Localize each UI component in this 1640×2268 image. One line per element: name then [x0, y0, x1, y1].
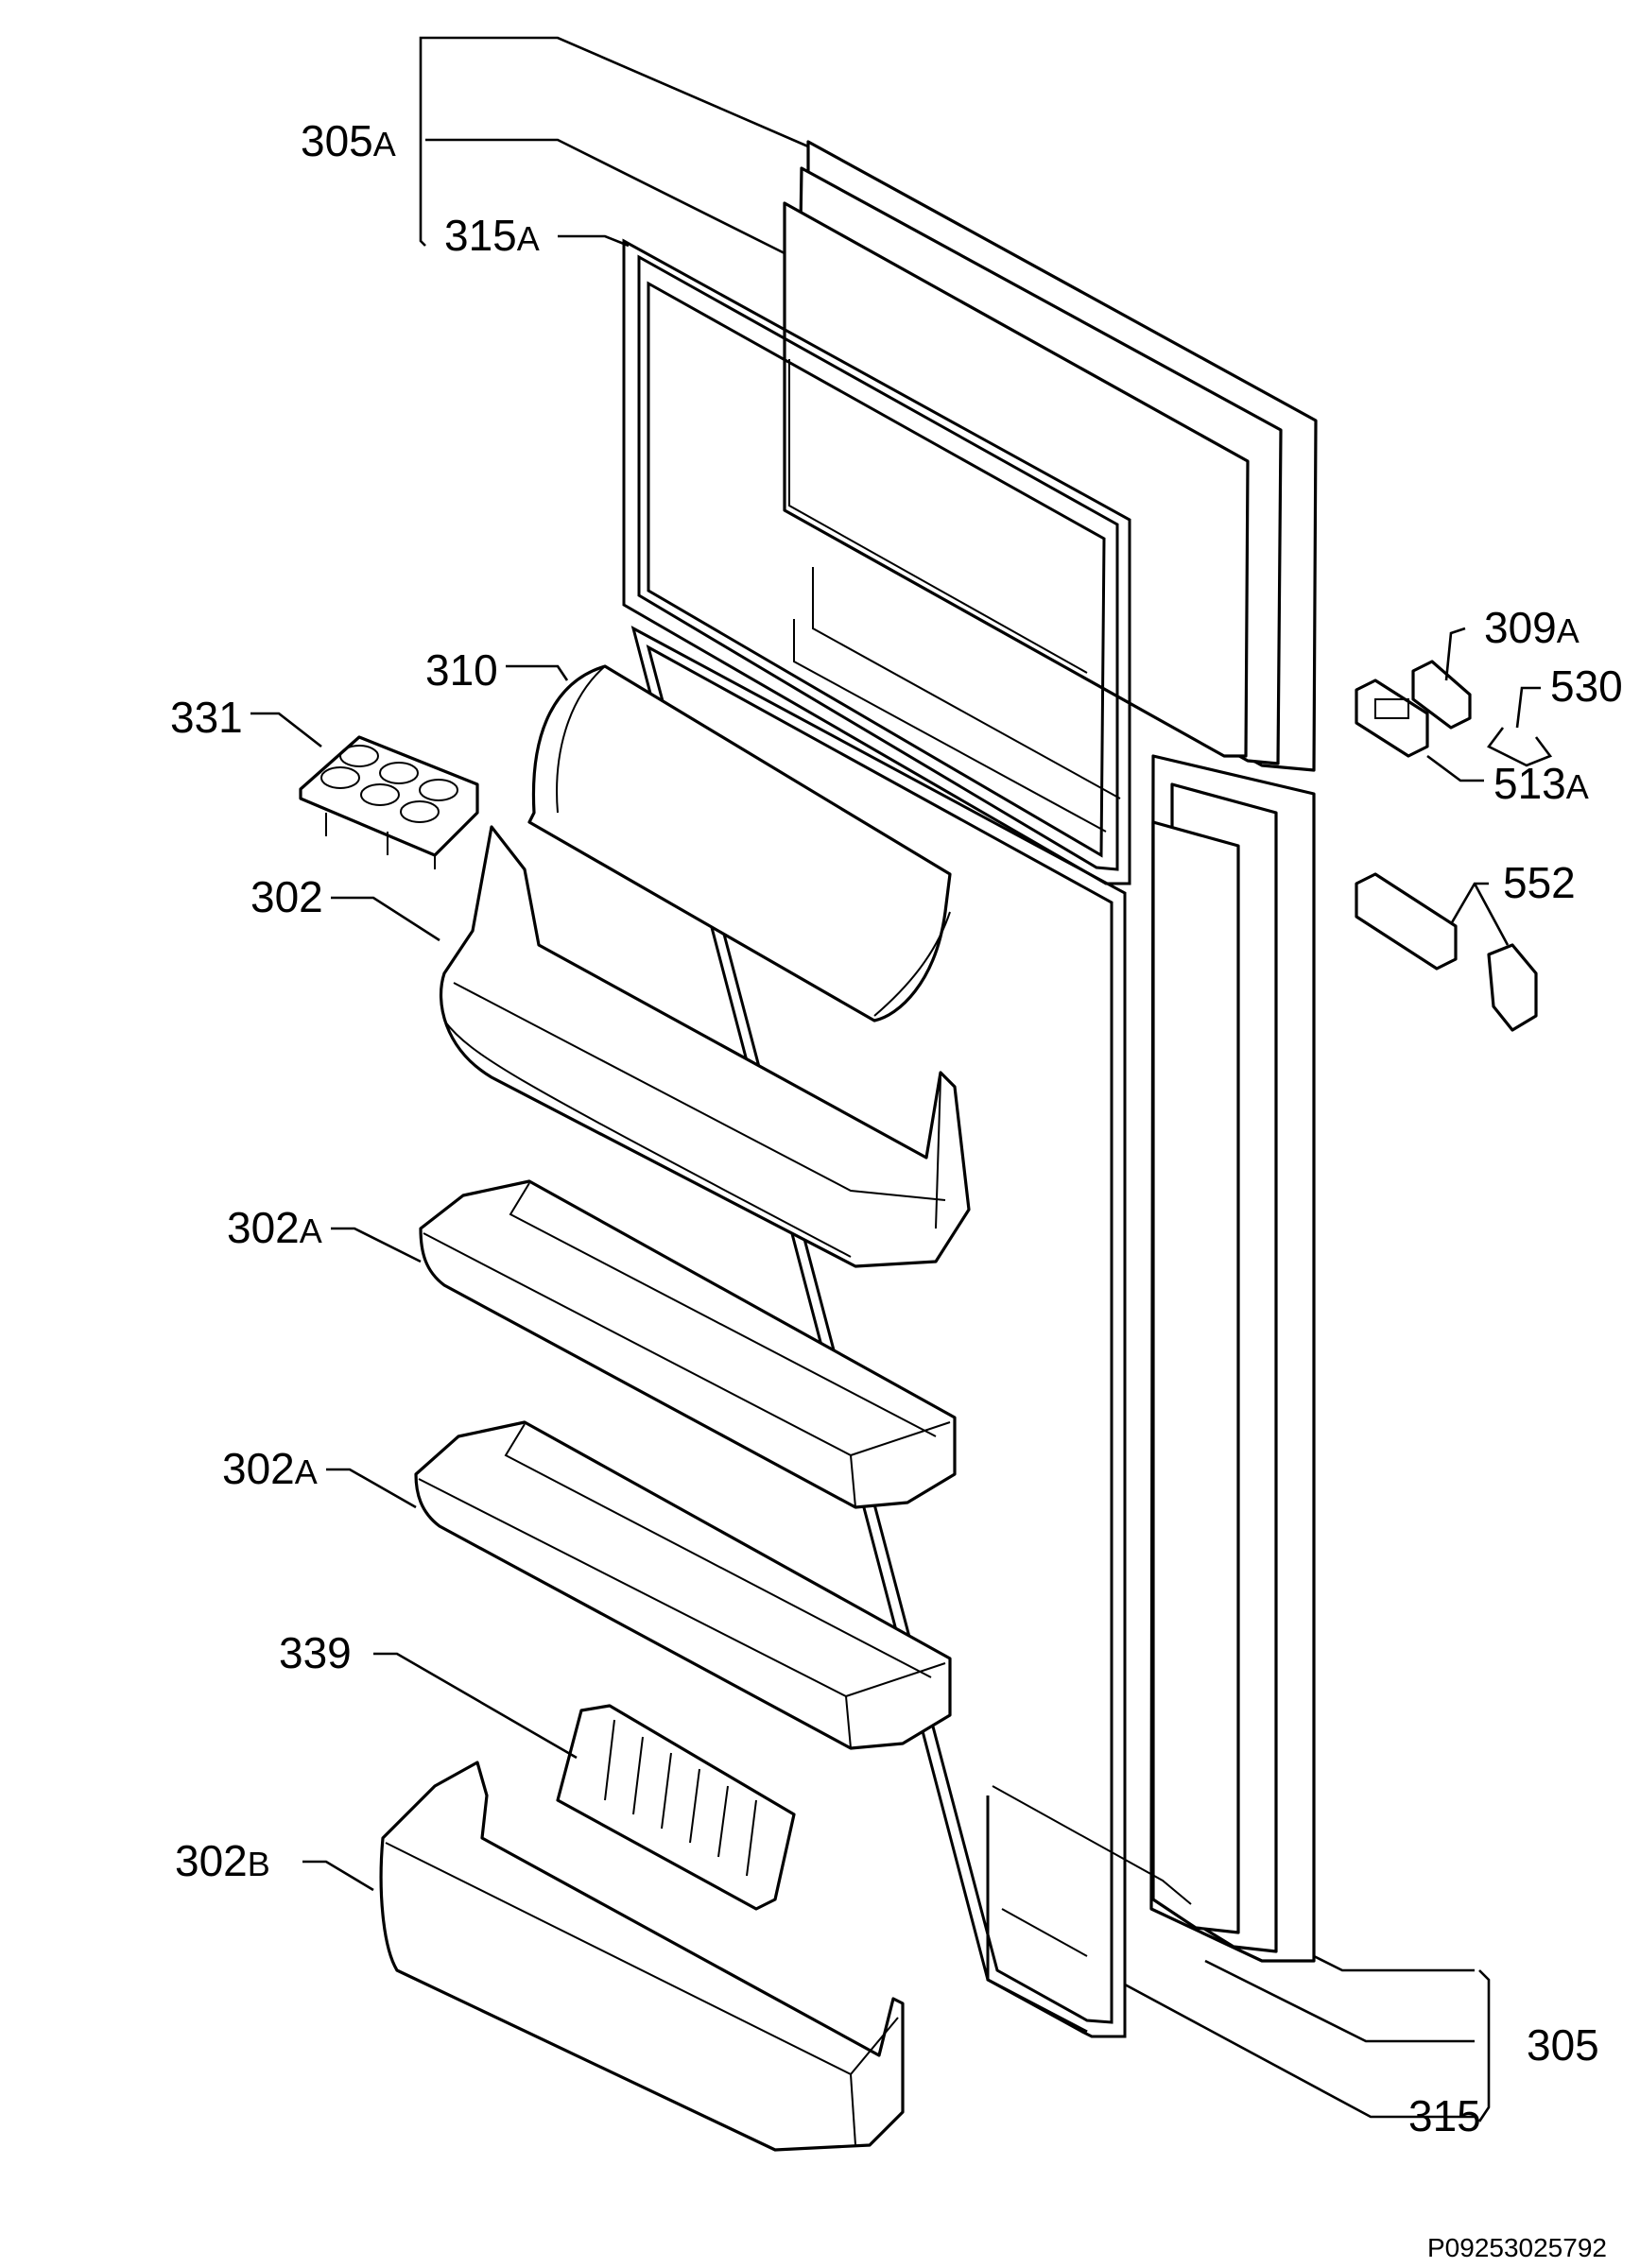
callout-339: 339: [279, 1628, 352, 1677]
leader-lines: [250, 36, 1541, 2122]
callout-305a: 305A: [301, 116, 396, 165]
callout-513a: 513A: [1493, 759, 1589, 808]
bottle-retainer: [556, 1704, 796, 1911]
hinge-bracket-552: [1355, 872, 1538, 1032]
freezer-door-gasket: [622, 238, 1131, 885]
door-shelf-2: [414, 1420, 952, 1750]
hinge-insert-513a: [1355, 679, 1429, 758]
callout-302a-1: 302A: [227, 1203, 322, 1252]
fridge-door-inner-liner: [992, 820, 1240, 1934]
freezer-door-inner-liner: [783, 201, 1250, 833]
callout-302b: 302B: [175, 1836, 270, 1885]
drawing-code: P09253025792: [1427, 2233, 1607, 2262]
egg-tray: [299, 735, 479, 869]
callout-302a-2: 302A: [222, 1444, 318, 1493]
hinge-clip-530: [1487, 727, 1553, 767]
callout-309a: 309A: [1484, 603, 1580, 652]
bottom-door-shelf: [379, 1761, 905, 2152]
callout-305: 305: [1527, 2020, 1599, 2070]
hinge-cover-309a: [1411, 660, 1472, 730]
fridge-door-gasket: [630, 626, 1127, 2038]
bottle-shelf: [439, 825, 971, 1268]
callout-315a: 315A: [444, 211, 540, 260]
callout-552: 552: [1503, 858, 1576, 907]
callout-315: 315: [1408, 2091, 1481, 2140]
callout-302: 302: [250, 872, 323, 921]
callout-310: 310: [425, 645, 498, 695]
dairy-compartment-cover: [527, 664, 952, 1022]
callout-331: 331: [170, 693, 243, 742]
callout-530: 530: [1550, 662, 1623, 711]
door-shelf-1: [419, 1179, 957, 1509]
